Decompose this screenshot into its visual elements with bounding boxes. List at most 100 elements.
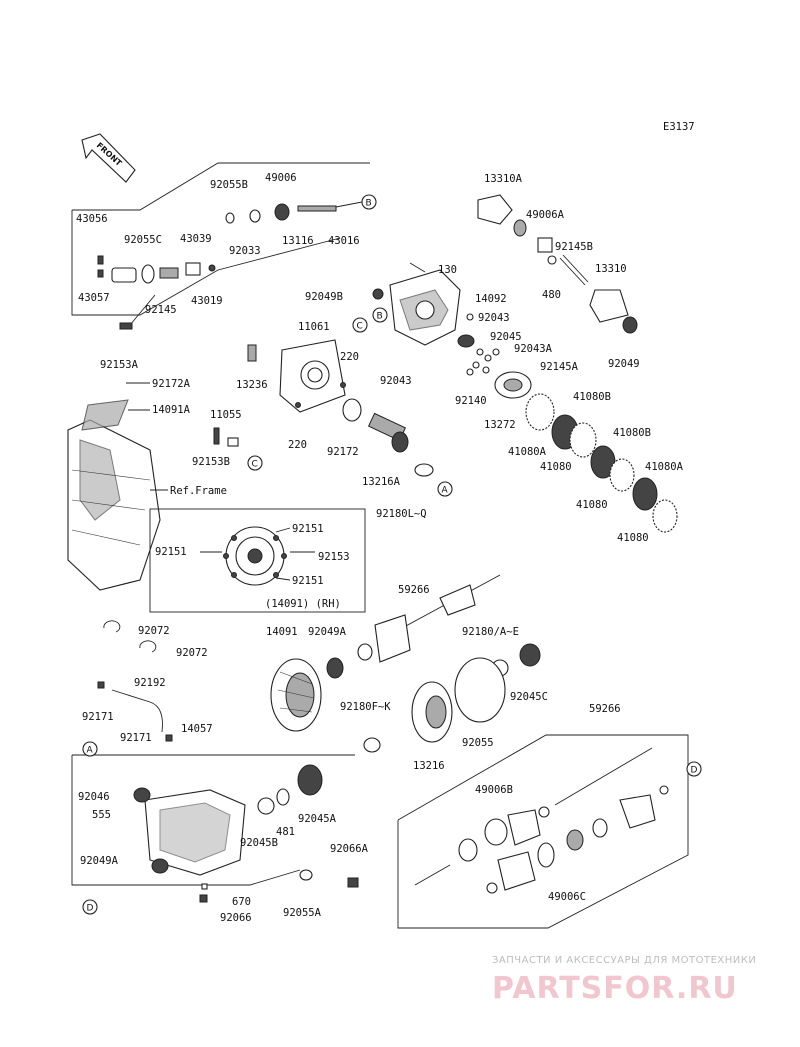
callout-c-left: C — [247, 455, 263, 471]
label-92180lq: 92180L~Q — [376, 508, 427, 520]
label-49006c: 49006C — [548, 891, 586, 903]
label-43039: 43039 — [180, 233, 212, 245]
breather-tube — [97, 681, 173, 742]
ring-gear-13216 — [363, 681, 453, 753]
label-14092: 14092 — [475, 293, 507, 305]
label-92045b: 92045B — [240, 837, 278, 849]
label-92151-a: 92151 — [292, 523, 324, 535]
diagram-code: E3137 — [663, 121, 695, 133]
label-92049b: 92049B — [305, 291, 343, 303]
label-13236: 13236 — [236, 379, 268, 391]
label-14091a: 14091A — [152, 404, 191, 416]
label-92033: 92033 — [229, 245, 261, 257]
label-14057: 14057 — [181, 723, 213, 735]
rear-drive-shaft-59266 — [414, 747, 669, 894]
label-41080-2: 41080 — [576, 499, 608, 511]
label-220: 220 — [340, 351, 359, 363]
label-92049a: 92049A — [308, 626, 347, 638]
label-92171-b: 92171 — [120, 732, 152, 744]
callout-b-top: B — [335, 194, 377, 210]
gear-case-housing — [372, 262, 475, 348]
svg-text:C: C — [357, 322, 363, 332]
inset-caption: (14091) (RH) — [265, 598, 341, 610]
cover-plate — [247, 339, 346, 413]
frame-chassis-section — [67, 399, 161, 591]
label-13216: 13216 — [413, 760, 445, 772]
svg-text:C: C — [252, 460, 258, 470]
differential-case-14057 — [133, 764, 359, 903]
label-92072-b: 92072 — [176, 647, 208, 659]
label-92066: 92066 — [220, 912, 252, 924]
lower-right-group-frame — [397, 734, 689, 929]
label-92180ae: 92180/A~E — [462, 626, 519, 638]
callout-d-right: D — [686, 761, 702, 777]
label-92049: 92049 — [608, 358, 640, 370]
label-92045: 92045 — [490, 331, 522, 343]
rh-cover-14091 — [270, 657, 344, 732]
front-drive-shaft-upper — [357, 574, 501, 663]
label-49006b: 49006B — [475, 784, 513, 796]
label-41080a-2: 41080A — [645, 461, 684, 473]
label-92153b: 92153B — [192, 456, 230, 468]
label-92066a: 92066A — [330, 843, 369, 855]
svg-text:B: B — [366, 199, 372, 209]
label-480: 480 — [542, 289, 561, 301]
clutch-hub — [494, 371, 532, 399]
label-92072: 92072 — [138, 625, 170, 637]
callout-a-center: A — [437, 481, 453, 497]
svg-text:A: A — [442, 486, 449, 496]
pinion-shaft — [342, 398, 434, 477]
ball-cluster — [466, 348, 500, 376]
label-41080-3: 41080 — [617, 532, 649, 544]
label-92055a: 92055A — [283, 907, 322, 919]
label-49006a: 49006A — [526, 209, 565, 221]
label-13216a: 13216A — [362, 476, 401, 488]
label-41080b: 41080B — [573, 391, 611, 403]
label-92055c: 92055C — [124, 234, 162, 246]
watermark-brand: PARTSFOR.RU — [492, 971, 738, 1006]
label-481: 481 — [276, 826, 295, 838]
bolt-11055 — [213, 427, 239, 447]
label-92043-b: 92043 — [380, 375, 412, 387]
label-43016: 43016 — [328, 235, 360, 247]
oring-and-seal-right — [454, 643, 541, 723]
breather-assembly — [97, 203, 337, 330]
label-14091: 14091 — [266, 626, 298, 638]
label-11055: 11055 — [210, 409, 242, 421]
ref-frame-label: Ref.Frame — [170, 485, 227, 497]
front-arrow-icon: FRONT — [81, 133, 136, 183]
label-92145b: 92145B — [555, 241, 593, 253]
label-41080-1: 41080 — [540, 461, 572, 473]
upper-left-group-frame — [71, 162, 370, 316]
label-92049a-2: 92049A — [80, 855, 119, 867]
label-92055b: 92055B — [210, 179, 248, 191]
svg-text:D: D — [87, 904, 94, 914]
label-92045a: 92045A — [298, 813, 337, 825]
label-92151-c: 92151 — [292, 575, 324, 587]
svg-text:D: D — [691, 766, 698, 776]
label-43057: 43057 — [78, 292, 110, 304]
label-43056: 43056 — [76, 213, 108, 225]
label-92045c: 92045C — [510, 691, 548, 703]
label-41080a: 41080A — [508, 446, 547, 458]
label-41080b-2: 41080B — [613, 427, 651, 439]
label-92180fk: 92180F~K — [340, 701, 391, 713]
callout-b-center: B — [372, 307, 388, 323]
clutch-plates — [525, 393, 678, 533]
label-49006: 49006 — [265, 172, 297, 184]
callout-a-lower: A — [82, 741, 98, 757]
svg-text:A: A — [87, 746, 94, 756]
circlips-92072 — [103, 620, 157, 653]
watermark-subtitle: ЗАПЧАСТИ И АКСЕССУАРЫ ДЛЯ МОТОТЕХНИКИ — [492, 955, 756, 966]
label-92172a: 92172A — [152, 378, 191, 390]
label-13272: 13272 — [484, 419, 516, 431]
label-59266-b: 59266 — [589, 703, 621, 715]
label-555: 555 — [92, 809, 111, 821]
label-92046: 92046 — [78, 791, 110, 803]
label-220-b: 220 — [288, 439, 307, 451]
label-92192: 92192 — [134, 677, 166, 689]
callout-d-lower: D — [82, 899, 98, 915]
label-13116: 13116 — [282, 235, 314, 247]
